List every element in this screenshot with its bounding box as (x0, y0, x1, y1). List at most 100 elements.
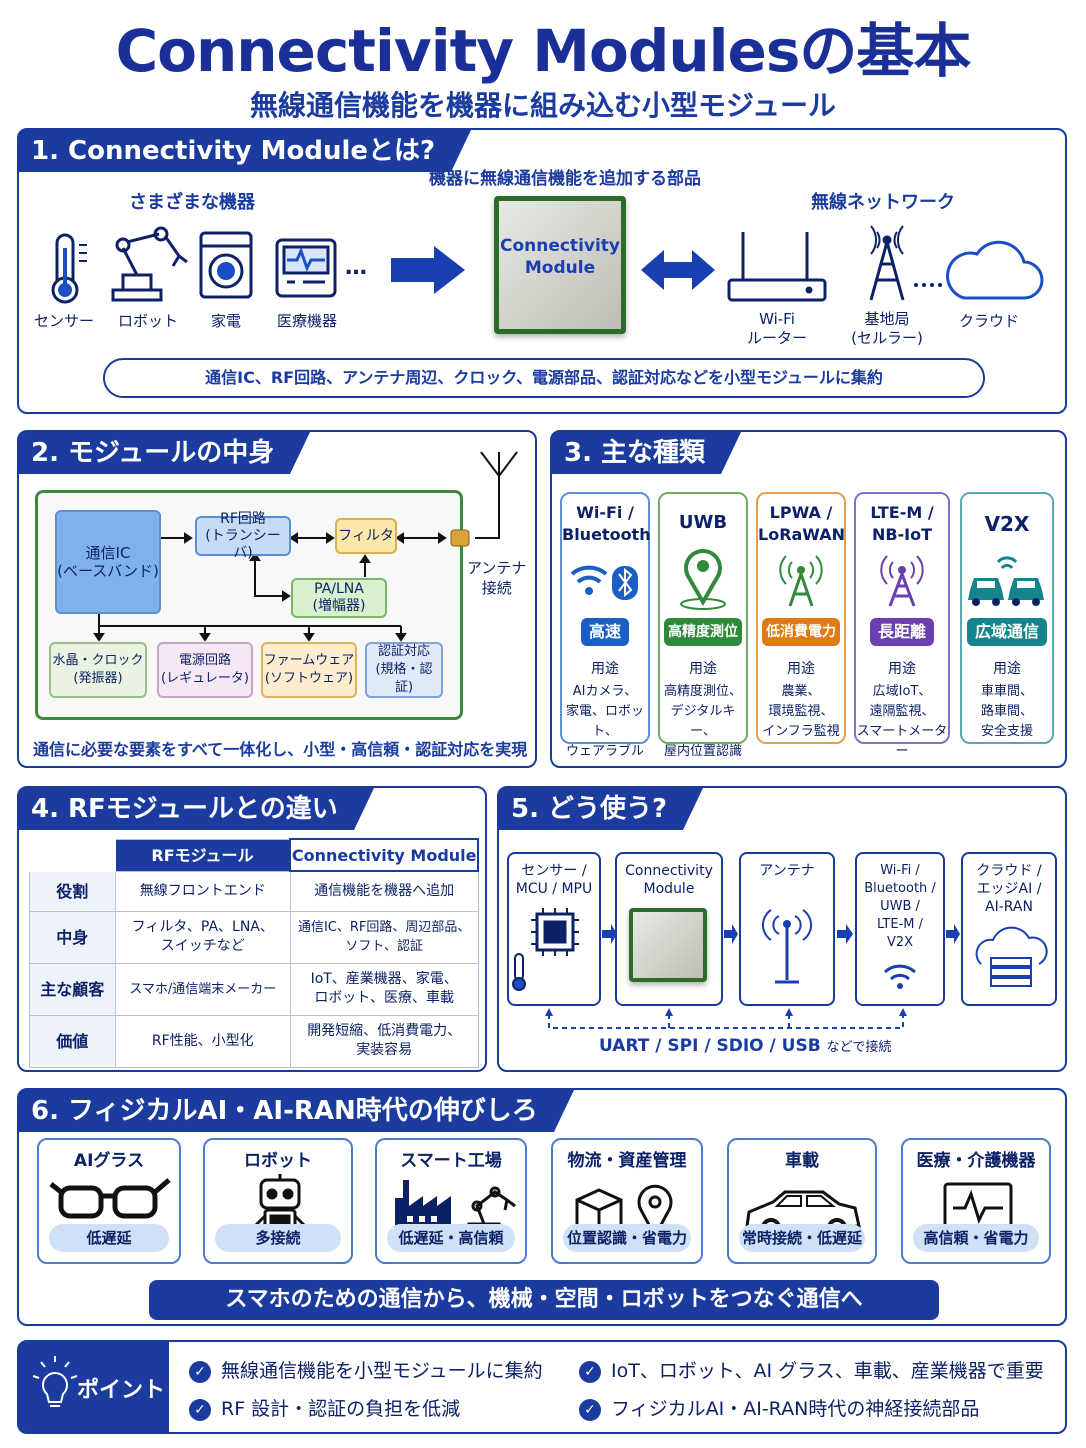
step-label: Connectivity Module (625, 863, 713, 897)
check-icon: ✓ (189, 1398, 211, 1421)
interface-list: UART / SPI / SDIO / USB (599, 1036, 821, 1056)
cm-cell: IoT、産業機器、家電、 ロボット、医療、車載 (289, 962, 479, 1016)
module-chip-small (629, 908, 707, 982)
thermometer-icon (51, 233, 87, 304)
type-tag: 低消費電力 (762, 618, 840, 646)
device-label-medical: 医療機器 (276, 312, 337, 330)
section-what-is: 1. Connectivity Moduleとは? さまざまな機器 (17, 128, 1067, 414)
check-icon: ✓ (579, 1398, 601, 1421)
type-card-uwb: UWB 高精度測位 用途 高精度測位、 デジタルキー、 屋内位置認識 (658, 492, 748, 759)
point-item-4: ✓フィジカルAI・AI-RAN時代の神経接続部品 (579, 1394, 979, 1421)
connectivity-module-chip: Connectivity Module (494, 196, 626, 334)
section-2-title: 2. モジュールの中身 (19, 432, 311, 474)
header-rf-module: RFモジュール (114, 838, 291, 872)
comparison-table: RFモジュール Connectivity Module 役割無線フロントエンド通… (29, 838, 479, 1068)
lpwa-antenna-icon (779, 555, 823, 607)
chip-label: Connectivity Module (499, 236, 621, 278)
point-text: IoT、ロボット、AI グラス、車載、産業機器で重要 (611, 1360, 1044, 1382)
block-pa-lna: PA/LNA (増幅器) (291, 578, 387, 618)
cars-icon (968, 556, 1044, 606)
cell-tower-icon (869, 225, 905, 301)
section-contents: 2. モジュールの中身 通信IC (ベースバンド) RF回路 (トランシーバ) … (17, 430, 537, 768)
robot-arm-icon (111, 226, 188, 302)
step-module: Connectivity Module (615, 852, 723, 1006)
device-dots: … (345, 255, 367, 280)
network-label-cloud: クラウド (958, 312, 1019, 330)
step-mcu: センサー / MCU / MPU (507, 852, 601, 1006)
row-label: 中身 (29, 910, 116, 964)
wifi-icon (883, 964, 917, 981)
network-heading: 無線ネットワーク (811, 192, 955, 213)
point-item-3: ✓ RF 設計・認証の負担を低減 (189, 1394, 460, 1421)
cell-tower-icon (880, 555, 924, 607)
step-label: クラウド / エッジAI / AI-RAN (976, 863, 1042, 915)
check-icon: ✓ (189, 1360, 211, 1383)
type-card-lte-m: LTE-M / NB-IoT 長距離 用途 広域IoT、 遠隔監視、 スマートメ… (854, 492, 950, 759)
app-name: 医療・介護機器 (916, 1151, 1036, 1171)
section-1-title: 1. Connectivity Moduleとは? (19, 130, 472, 172)
type-uses: 高精度測位、 デジタルキー、 屋内位置認識 (663, 684, 742, 759)
section-growth: 6. フィジカルAI・AI-RAN時代の伸びしろ AIグラス 低遅延 ロボット … (17, 1088, 1067, 1326)
type-tag: 高速 (580, 618, 630, 646)
app-name: スマート工場 (400, 1151, 502, 1171)
network-label-router: Wi-Fi ルーター (746, 310, 807, 347)
step-antenna: アンテナ (739, 852, 835, 1006)
interface-suffix: などで接続 (826, 1040, 892, 1055)
point-item-2: ✓IoT、ロボット、AI グラス、車載、産業機器で重要 (579, 1356, 1044, 1383)
flow-arrows-icon (602, 924, 960, 944)
cloud-icon (946, 240, 1044, 300)
app-card-automotive: 車載 常時接続・低遅延 (727, 1138, 877, 1264)
app-tag: 低遅延 (49, 1224, 169, 1252)
app-tag: 高信頼・省電力 (913, 1224, 1039, 1252)
point-text: RF 設計・認証の負担を低減 (221, 1398, 461, 1420)
rf-cell: 無線フロントエンド (114, 870, 291, 912)
type-card-wifi: Wi-Fi / Bluetooth 高速 用途 AIカメラ、 家電、ロボット、 … (560, 492, 651, 759)
type-tag: 高精度測位 (664, 618, 742, 646)
interface-label: UART / SPI / SDIO / USB などで接続 (599, 1036, 891, 1056)
rf-cell: フィルタ、PA、LNA、 スイッチなど (114, 910, 291, 964)
medical-monitor-icon (275, 238, 337, 298)
device-label-robot: ロボット (117, 312, 178, 330)
antenna-icon (762, 909, 812, 984)
app-card-smart-factory: スマート工場 低遅延・高信頼 (375, 1138, 527, 1264)
block-rf: RF回路 (トランシーバ) (195, 511, 291, 561)
type-name: Wi-Fi / Bluetooth (562, 503, 651, 544)
type-tag: 広域通信 (966, 618, 1048, 646)
section-comparison: 4. RFモジュールとの違い RFモジュール Connectivity Modu… (17, 786, 487, 1072)
connection-dots-icon (914, 283, 942, 287)
device-label-appliance: 家電 (210, 312, 241, 330)
glasses-icon (49, 1178, 171, 1219)
app-name: 車載 (785, 1151, 819, 1171)
points-label: ポイント (77, 1378, 166, 1403)
section-types: 3. 主な種類 Wi-Fi / Bluetooth 高速 用途 AIカメラ、 家… (550, 430, 1067, 768)
section-1-icons (51, 225, 1044, 304)
step-cloud: クラウド / エッジAI / AI-RAN (961, 852, 1057, 1006)
module-heading: 機器に無線通信機能を追加する部品 (429, 169, 701, 189)
mcu-chip-icon (531, 908, 579, 956)
cm-cell: 通信IC、RF回路、周辺部品、 ソフト、認証 (289, 910, 479, 964)
step-label: アンテナ (759, 863, 815, 879)
type-uses: 広域IoT、 遠隔監視、 スマートメーター (856, 684, 948, 759)
step-label: Wi-Fi / Bluetooth / UWB / LTE-M / V2X (864, 863, 936, 950)
rf-cell: スマホ/通信端末メーカー (114, 962, 291, 1016)
rf-cell: RF性能、小型化 (114, 1014, 291, 1068)
app-card-medical: 医療・介護機器 高信頼・省電力 (901, 1138, 1051, 1264)
app-name: ロボット (244, 1151, 312, 1171)
type-card-v2x: V2X 広域通信 用途 車車間、 路車間、 安全支援 (960, 492, 1054, 744)
section-4-title: 4. RFモジュールとの違い (19, 788, 374, 830)
points-label-area: ポイント (19, 1342, 169, 1432)
type-name: LPWA / LoRaWAN (758, 503, 846, 544)
app-name: AIグラス (73, 1151, 145, 1171)
location-pin-icon (680, 549, 726, 610)
section-5-icons (512, 908, 1048, 1029)
block-filter: フィルタ (335, 518, 397, 554)
interface-dashed-line (548, 1014, 904, 1029)
app-card-ai-glasses: AIグラス 低遅延 (37, 1138, 181, 1264)
app-tag: 多接続 (215, 1224, 341, 1252)
app-tag: 位置認識・省電力 (563, 1224, 691, 1252)
type-tag: 長距離 (869, 618, 935, 646)
summary-box: 通信IC、RF回路、アンテナ周辺、クロック、電源部品、認証対応などを小型モジュー… (103, 358, 985, 398)
wifi-bluetooth-icon (570, 565, 638, 600)
block-power: 電源回路 (レギュレータ) (157, 642, 253, 698)
app-name: 物流・資産管理 (567, 1151, 687, 1171)
